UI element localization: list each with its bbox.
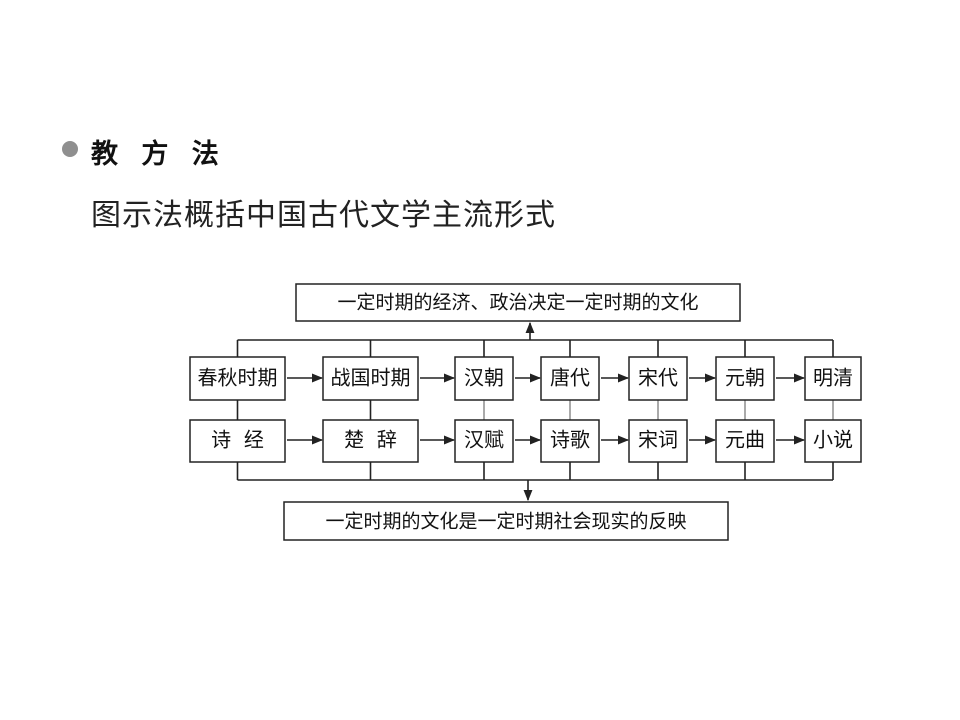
period-box: 宋代 — [628, 356, 688, 401]
period-label: 明清 — [813, 366, 853, 390]
form-box: 汉赋 — [454, 419, 514, 463]
form-box: 诗 经 — [189, 419, 286, 463]
form-box: 楚 辞 — [322, 419, 419, 463]
period-box: 元朝 — [715, 356, 775, 401]
connector-lines — [236, 321, 834, 502]
bottom-conclusion-box: 一定时期的文化是一定时期社会现实的反映 — [283, 501, 729, 541]
section-subtitle: 图示法概括中国古代文学主流形式 — [91, 198, 556, 233]
bullet-icon — [62, 141, 78, 157]
period-box: 汉朝 — [454, 356, 514, 401]
period-label: 战国时期 — [331, 366, 411, 390]
section-heading: 教 方 法 — [91, 139, 226, 170]
form-label: 诗 经 — [211, 428, 264, 452]
form-label: 小说 — [813, 428, 853, 452]
period-label: 春秋时期 — [198, 366, 278, 390]
period-row: 春秋时期 战国时期 汉朝 唐代 宋代 元朝 明清 — [189, 356, 862, 401]
literary-form-row: 诗 经 楚 辞 汉赋 诗歌 宋词 元曲 小说 — [189, 419, 862, 463]
form-label: 楚 辞 — [344, 428, 397, 452]
period-label: 汉朝 — [464, 366, 504, 390]
form-label: 元曲 — [725, 428, 765, 452]
period-box: 春秋时期 — [189, 356, 286, 401]
period-box: 明清 — [804, 356, 862, 401]
period-label: 宋代 — [638, 366, 678, 390]
top-conclusion-box: 一定时期的经济、政治决定一定时期的文化 — [295, 283, 741, 322]
form-label: 汉赋 — [464, 428, 504, 452]
period-box: 战国时期 — [322, 356, 419, 401]
form-label: 宋词 — [638, 428, 678, 452]
period-label: 元朝 — [725, 366, 765, 390]
period-box: 唐代 — [540, 356, 600, 401]
form-box: 小说 — [804, 419, 862, 463]
form-label: 诗歌 — [550, 428, 590, 452]
form-box: 诗歌 — [540, 419, 600, 463]
period-label: 唐代 — [550, 366, 590, 390]
top-conclusion-text: 一定时期的经济、政治决定一定时期的文化 — [337, 292, 698, 314]
form-box: 元曲 — [715, 419, 775, 463]
bottom-conclusion-text: 一定时期的文化是一定时期社会现实的反映 — [325, 511, 686, 533]
form-box: 宋词 — [628, 419, 688, 463]
